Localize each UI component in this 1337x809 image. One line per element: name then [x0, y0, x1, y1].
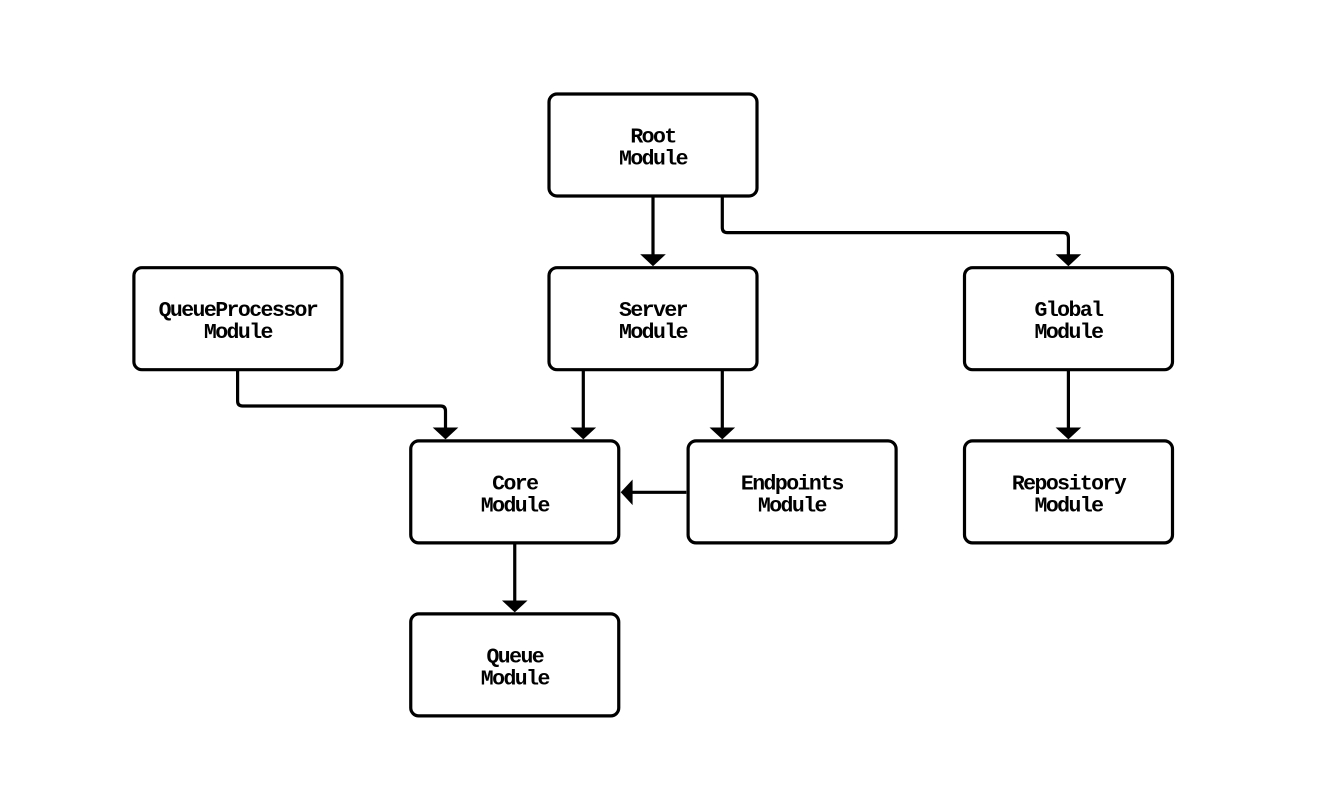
- svg-text:Module: Module: [619, 147, 688, 171]
- svg-text:Server: Server: [619, 299, 688, 323]
- svg-text:Global: Global: [1035, 299, 1105, 323]
- svg-text:Queue: Queue: [486, 645, 543, 669]
- svg-text:Endpoints: Endpoints: [741, 472, 844, 496]
- svg-text:Module: Module: [481, 494, 550, 518]
- svg-text:Root: Root: [630, 125, 675, 149]
- svg-text:Module: Module: [1035, 494, 1104, 518]
- svg-text:Repository: Repository: [1012, 472, 1127, 496]
- svg-text:Module: Module: [758, 494, 827, 518]
- svg-text:Module: Module: [619, 321, 688, 345]
- svg-text:Module: Module: [481, 667, 550, 691]
- svg-text:Core: Core: [492, 472, 538, 496]
- svg-text:QueueProcessor: QueueProcessor: [159, 299, 318, 323]
- svg-text:Module: Module: [204, 321, 273, 345]
- svg-text:Module: Module: [1035, 321, 1104, 345]
